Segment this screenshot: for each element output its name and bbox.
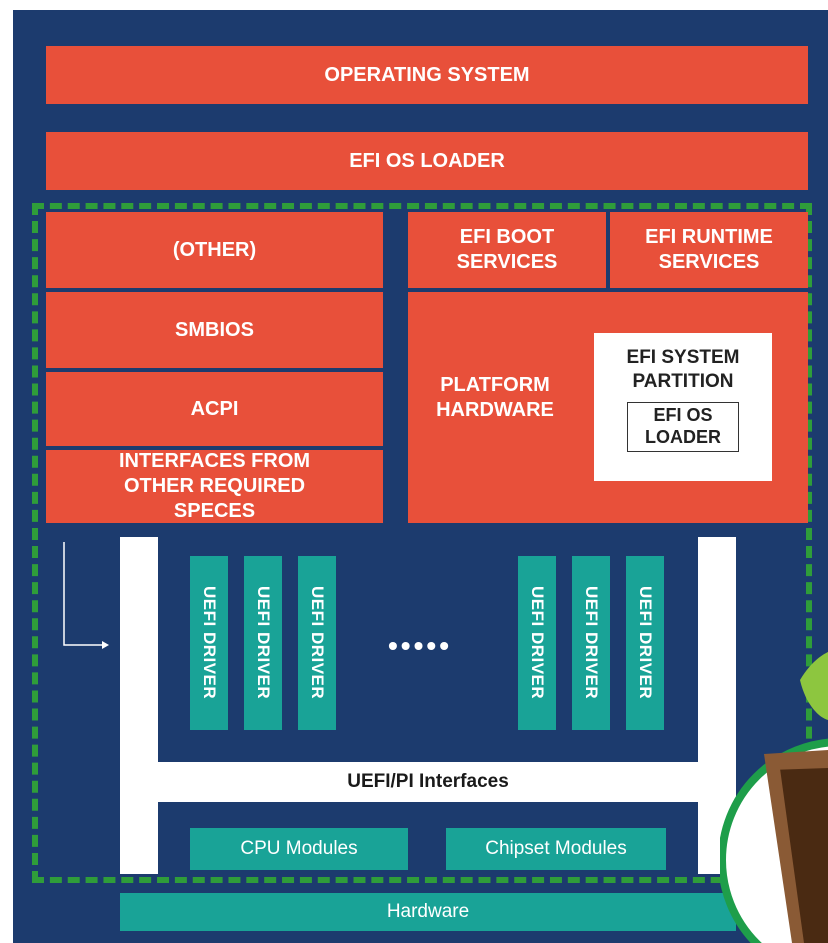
operating-system-layer: OPERATING SYSTEM [46,46,808,104]
efi-system-partition-label: EFI SYSTEM PARTITION [626,347,740,392]
uefi-driver: UEFI DRIVER [190,556,228,730]
uefi-driver: UEFI DRIVER [298,556,336,730]
interfaces-block: INTERFACES FROM OTHER REQUIRED SPECES [46,450,383,523]
efi-runtime-services-block: EFI RUNTIME SERVICES [610,212,808,288]
other-block: (OTHER) [46,212,383,288]
ellipsis: ••••• [388,630,453,661]
smbios-block: SMBIOS [46,292,383,368]
efi-boot-services-block: EFI BOOT SERVICES [408,212,606,288]
arrow-icon [63,542,109,649]
cpu-modules-block: CPU Modules [190,828,408,870]
uefi-firmware-boundary [32,203,812,883]
uefi-pi-interfaces-bar [120,762,736,802]
efi-system-partition: EFI SYSTEM PARTITION EFI OS LOADER [594,333,772,481]
acpi-block: ACPI [46,372,383,446]
partition-efi-os-loader: EFI OS LOADER [627,401,739,452]
plant-pot-icon [720,652,828,943]
uefi-driver: UEFI DRIVER [244,556,282,730]
uefi-pi-interfaces-label: UEFI/PI Interfaces [347,771,509,792]
uefi-driver: UEFI DRIVER [626,556,664,730]
chipset-modules-block: Chipset Modules [446,828,666,870]
uefi-driver: UEFI DRIVER [518,556,556,730]
hardware-block: Hardware [120,893,736,931]
uefi-driver: UEFI DRIVER [572,556,610,730]
frame-left-bar [120,537,158,874]
efi-os-loader-layer: EFI OS LOADER [46,132,808,190]
platform-hardware-label: PLATFORM HARDWARE [436,374,554,421]
